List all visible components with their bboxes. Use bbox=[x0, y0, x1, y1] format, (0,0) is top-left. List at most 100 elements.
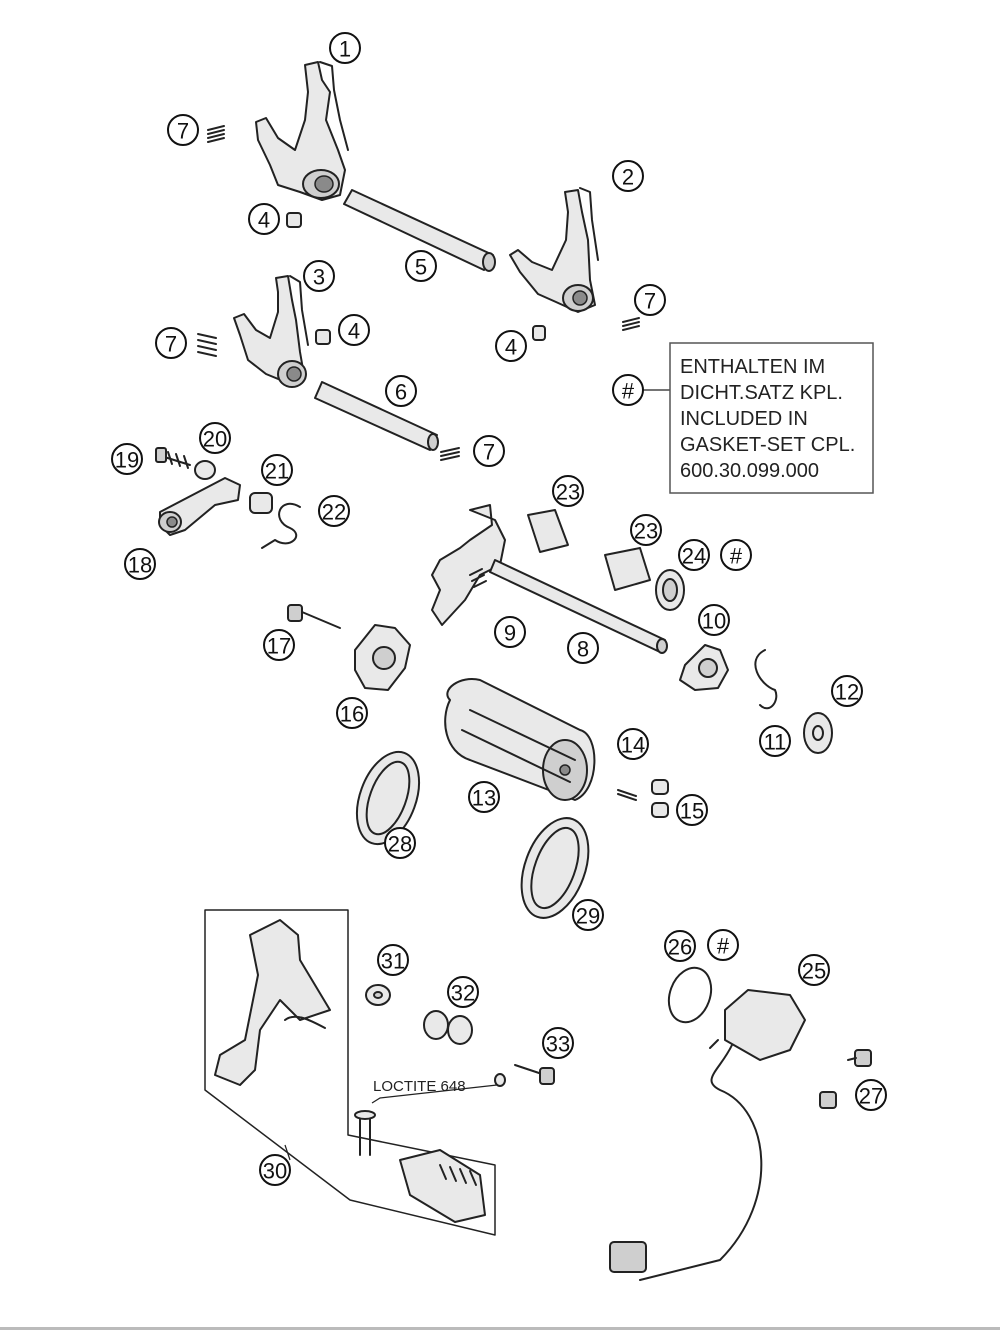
leader-lines bbox=[284, 389, 670, 1161]
callout-circle bbox=[542, 1027, 574, 1059]
callout-number: 14 bbox=[621, 733, 645, 758]
callout-number: 7 bbox=[177, 119, 189, 144]
callout-number: # bbox=[622, 379, 635, 404]
callout-circle bbox=[494, 616, 526, 648]
callout-number: 22 bbox=[322, 500, 346, 525]
callout-c8: 8 bbox=[567, 632, 599, 664]
callout-circle bbox=[336, 697, 368, 729]
callout-c31: 31 bbox=[377, 944, 409, 976]
note-line: ENTHALTEN IM bbox=[680, 356, 825, 378]
callout-c10: 10 bbox=[698, 604, 730, 636]
callout-number: 28 bbox=[388, 832, 412, 857]
callout-c30: 30 bbox=[259, 1154, 291, 1186]
callout-c4b: 4 bbox=[338, 314, 370, 346]
callout-number: 5 bbox=[415, 255, 427, 280]
callout-c12: 12 bbox=[831, 675, 863, 707]
callout-h2: # bbox=[720, 539, 752, 571]
callout-number: 1 bbox=[339, 37, 351, 62]
callout-circle bbox=[318, 495, 350, 527]
callout-number: 17 bbox=[267, 634, 291, 659]
assembly-box-30 bbox=[204, 909, 496, 1236]
callout-number: 2 bbox=[622, 165, 634, 190]
callout-circle bbox=[111, 443, 143, 475]
callout-number: 23 bbox=[556, 480, 580, 505]
shift-shaft-8 bbox=[431, 504, 668, 654]
callout-circle bbox=[468, 781, 500, 813]
callout-number: 13 bbox=[472, 786, 496, 811]
shift-rail-6 bbox=[314, 381, 439, 451]
callout-number: 7 bbox=[483, 440, 495, 465]
callout-number: 23 bbox=[634, 519, 658, 544]
callout-number: 31 bbox=[381, 949, 405, 974]
callout-circle bbox=[567, 632, 599, 664]
lock-washers-32 bbox=[423, 1010, 473, 1045]
callout-number: # bbox=[717, 934, 730, 959]
shift-fork-1 bbox=[255, 61, 349, 201]
callout-c23a: 23 bbox=[552, 475, 584, 507]
callout-c26: 26 bbox=[664, 930, 696, 962]
callout-circle bbox=[167, 114, 199, 146]
callout-circle bbox=[617, 728, 649, 760]
callout-c7a: 7 bbox=[167, 114, 199, 146]
callout-c33: 33 bbox=[542, 1027, 574, 1059]
note-line: GASKET-SET CPL. bbox=[680, 434, 855, 456]
callout-number: 12 bbox=[835, 680, 859, 705]
note-line: INCLUDED IN bbox=[680, 408, 808, 430]
callout-number: 26 bbox=[668, 935, 692, 960]
washer-31 bbox=[365, 984, 391, 1006]
callout-number: 19 bbox=[115, 448, 139, 473]
callout-circle bbox=[855, 1079, 887, 1111]
callout-number: 18 bbox=[128, 553, 152, 578]
callout-circle bbox=[798, 954, 830, 986]
callout-number: 20 bbox=[203, 427, 227, 452]
callout-circle bbox=[124, 548, 156, 580]
callout-number: 25 bbox=[802, 959, 826, 984]
shift-lever-assembly bbox=[155, 447, 301, 549]
shift-fork-2 bbox=[509, 187, 599, 313]
callout-c5: 5 bbox=[405, 250, 437, 282]
callout-c4c: 4 bbox=[495, 330, 527, 362]
callout-circle bbox=[707, 929, 739, 961]
callout-number: # bbox=[730, 544, 743, 569]
callout-number: 9 bbox=[504, 621, 516, 646]
callout-circle bbox=[572, 899, 604, 931]
callout-number: 32 bbox=[451, 981, 475, 1006]
shift-drum-13 bbox=[444, 678, 596, 801]
detents-14-15 bbox=[617, 747, 669, 818]
gear-sensor-25 bbox=[609, 966, 806, 1281]
callout-number: 30 bbox=[263, 1159, 287, 1184]
callout-number: 4 bbox=[348, 319, 360, 344]
callout-number: 3 bbox=[313, 265, 325, 290]
callout-circle bbox=[155, 327, 187, 359]
callout-c4a: 4 bbox=[248, 203, 280, 235]
bearing-29 bbox=[520, 817, 590, 919]
callout-number: 15 bbox=[680, 799, 704, 824]
callout-c7d: 7 bbox=[473, 435, 505, 467]
bearing-28 bbox=[355, 750, 421, 846]
callout-c18: 18 bbox=[124, 548, 156, 580]
callout-number: 33 bbox=[546, 1032, 570, 1057]
callout-circle bbox=[303, 260, 335, 292]
shift-fork-3 bbox=[233, 275, 309, 388]
callout-circle bbox=[447, 976, 479, 1008]
callout-c25: 25 bbox=[798, 954, 830, 986]
callout-circle bbox=[263, 629, 295, 661]
callout-c17: 17 bbox=[263, 629, 295, 661]
callout-circle bbox=[678, 539, 710, 571]
callout-circle bbox=[199, 422, 231, 454]
callout-number: 10 bbox=[702, 609, 726, 634]
callout-number: 21 bbox=[265, 459, 289, 484]
callout-c9: 9 bbox=[494, 616, 526, 648]
callout-circle bbox=[495, 330, 527, 362]
callout-circle bbox=[405, 250, 437, 282]
callout-c23b: 23 bbox=[630, 514, 662, 546]
needle-bearings-23 bbox=[527, 509, 651, 591]
callout-circle bbox=[259, 1154, 291, 1186]
callout-circle bbox=[698, 604, 730, 636]
shift-parts-10-12 bbox=[679, 644, 833, 754]
callout-h3: # bbox=[707, 929, 739, 961]
callout-number: 8 bbox=[577, 637, 589, 662]
